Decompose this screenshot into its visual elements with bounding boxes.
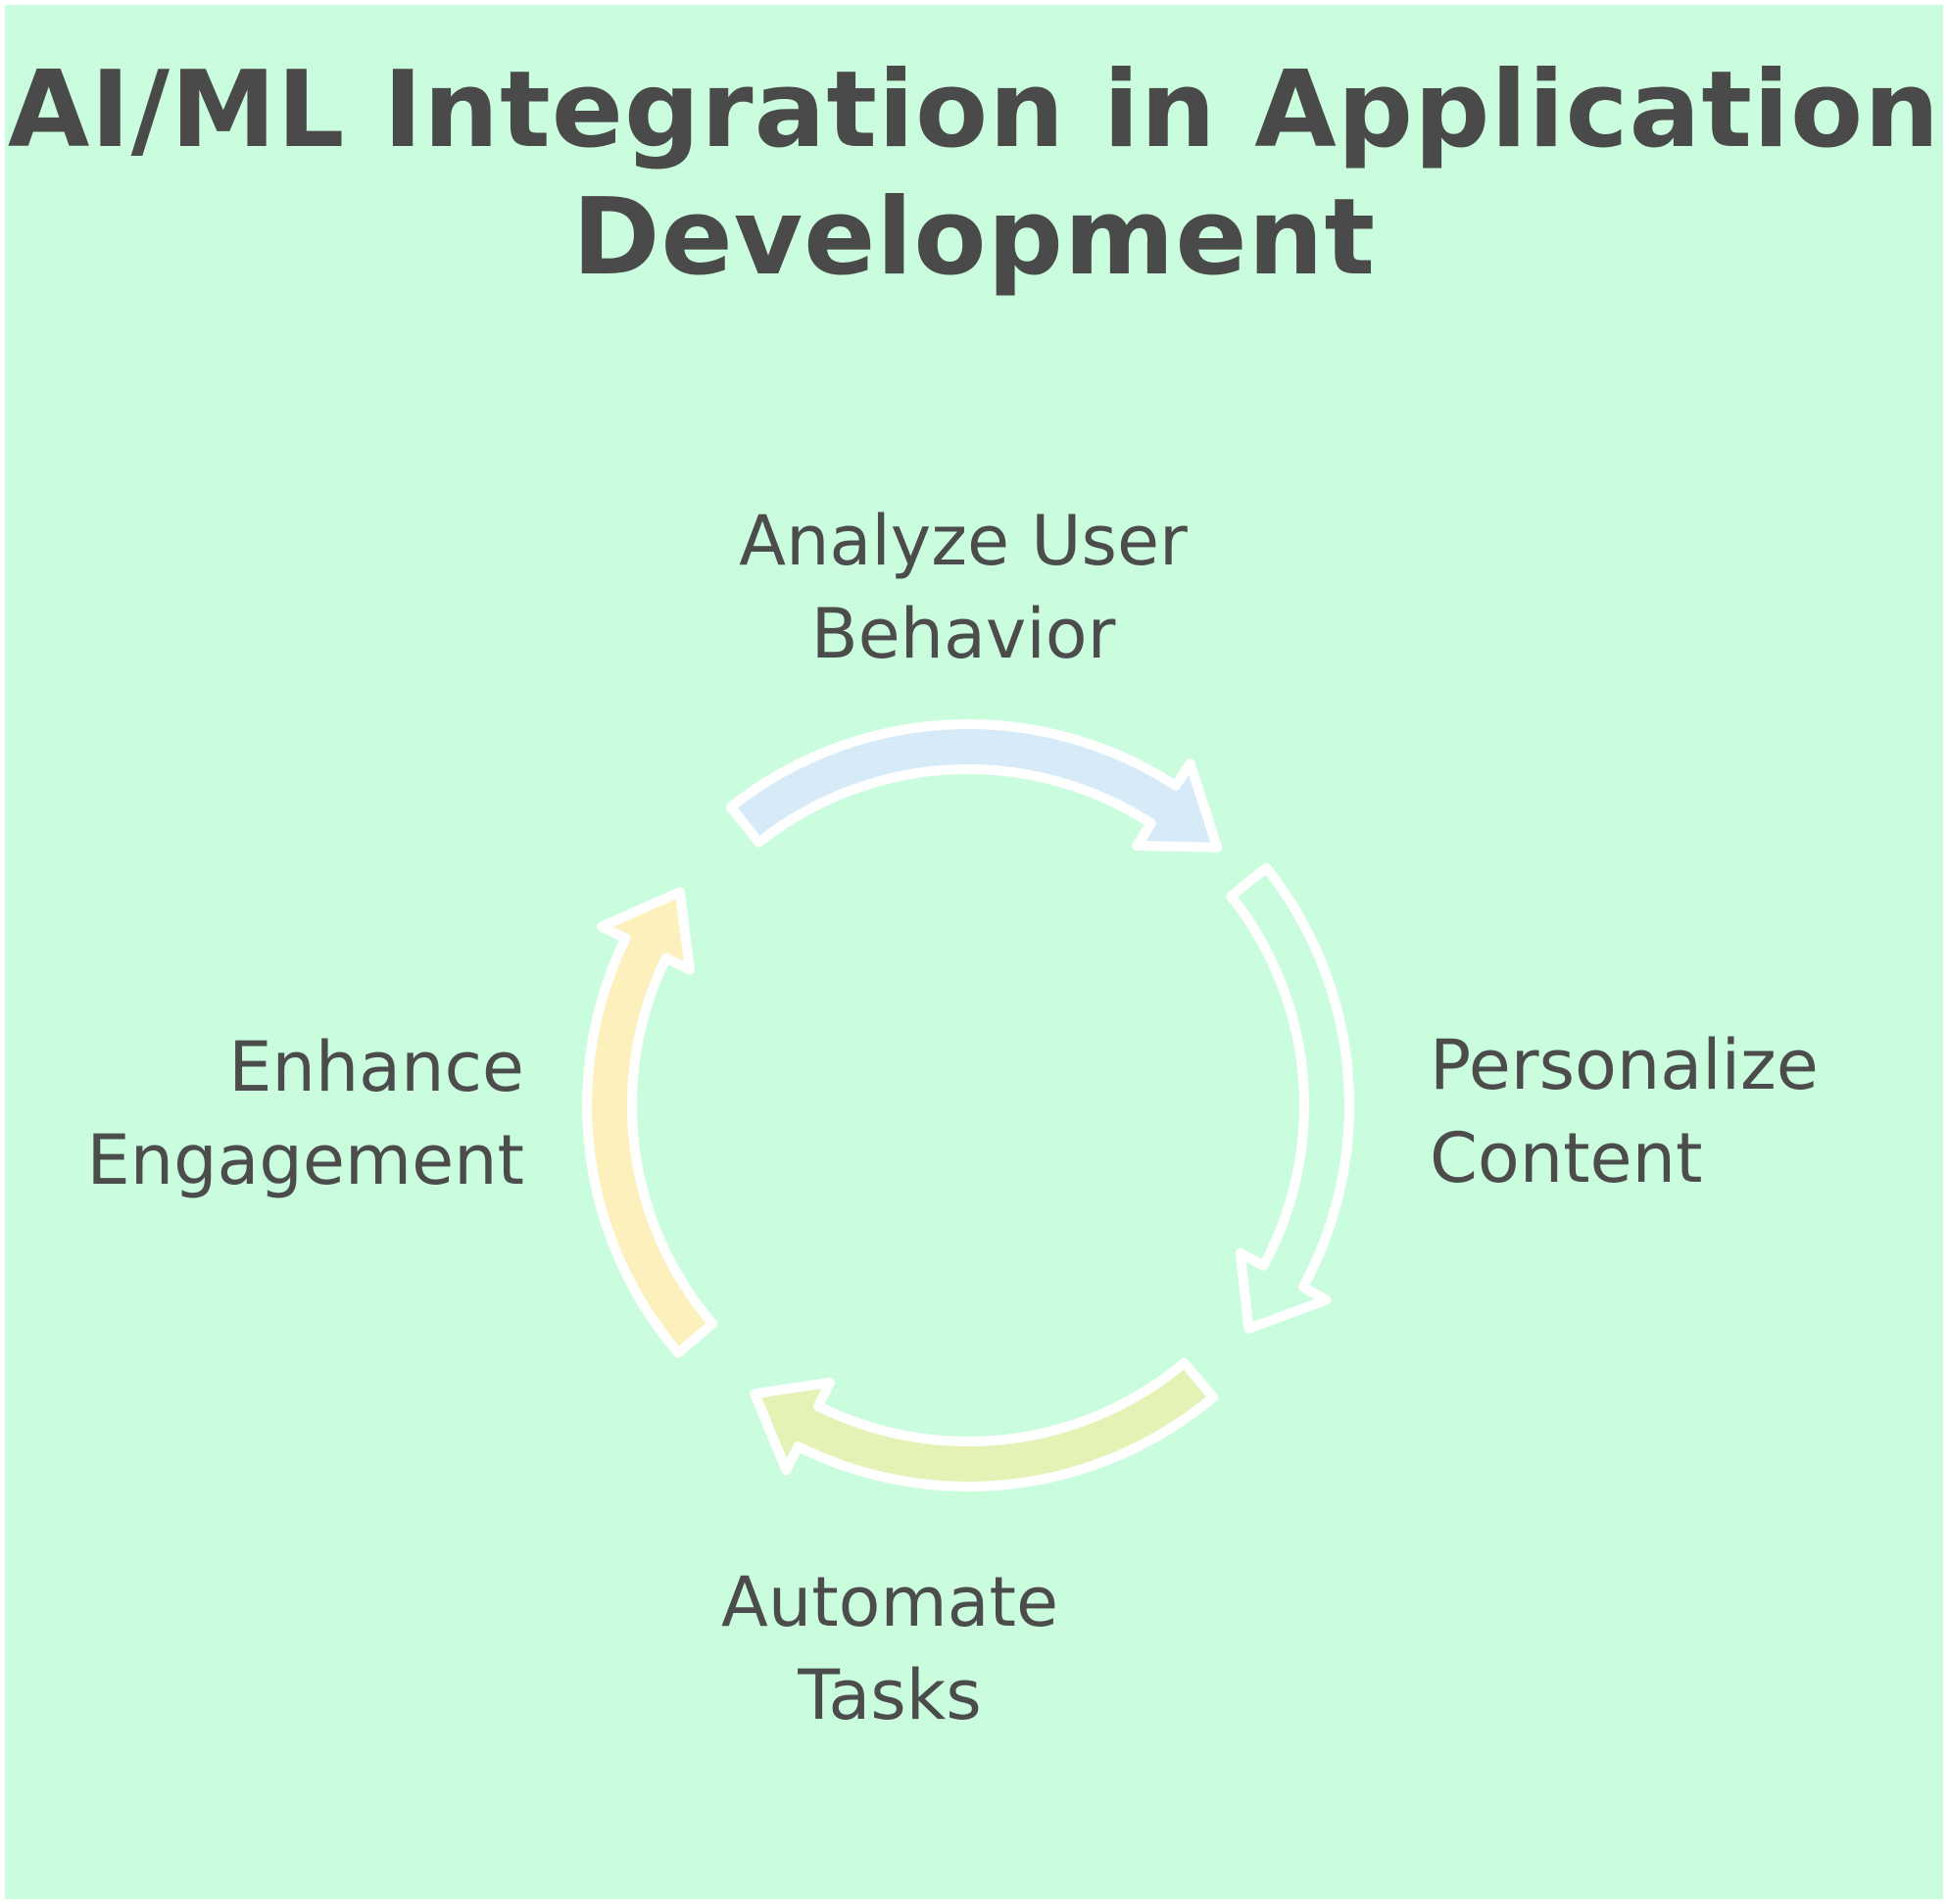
cycle-arrow-left [582, 887, 718, 1358]
step-label-line: Content [1430, 1118, 1703, 1199]
cycle-arrow-top [725, 719, 1223, 853]
diagram-title-line-2: Development [571, 175, 1377, 299]
step-label-line: Behavior [810, 594, 1116, 675]
step-label-line: Enhance [228, 1027, 524, 1107]
diagram-background [5, 5, 1943, 1899]
diagram-title-line-1: AI/ML Integration in Application [7, 49, 1941, 171]
cycle-arrow-bottom [750, 1357, 1218, 1491]
step-label-line: Automate [720, 1562, 1059, 1642]
step-label-line: Analyze User [739, 501, 1188, 581]
step-label-line: Personalize [1430, 1025, 1819, 1105]
step-label-line: Engagement [86, 1120, 525, 1201]
step-label-line: Tasks [798, 1655, 982, 1736]
cycle-arrow-right [1226, 862, 1355, 1334]
